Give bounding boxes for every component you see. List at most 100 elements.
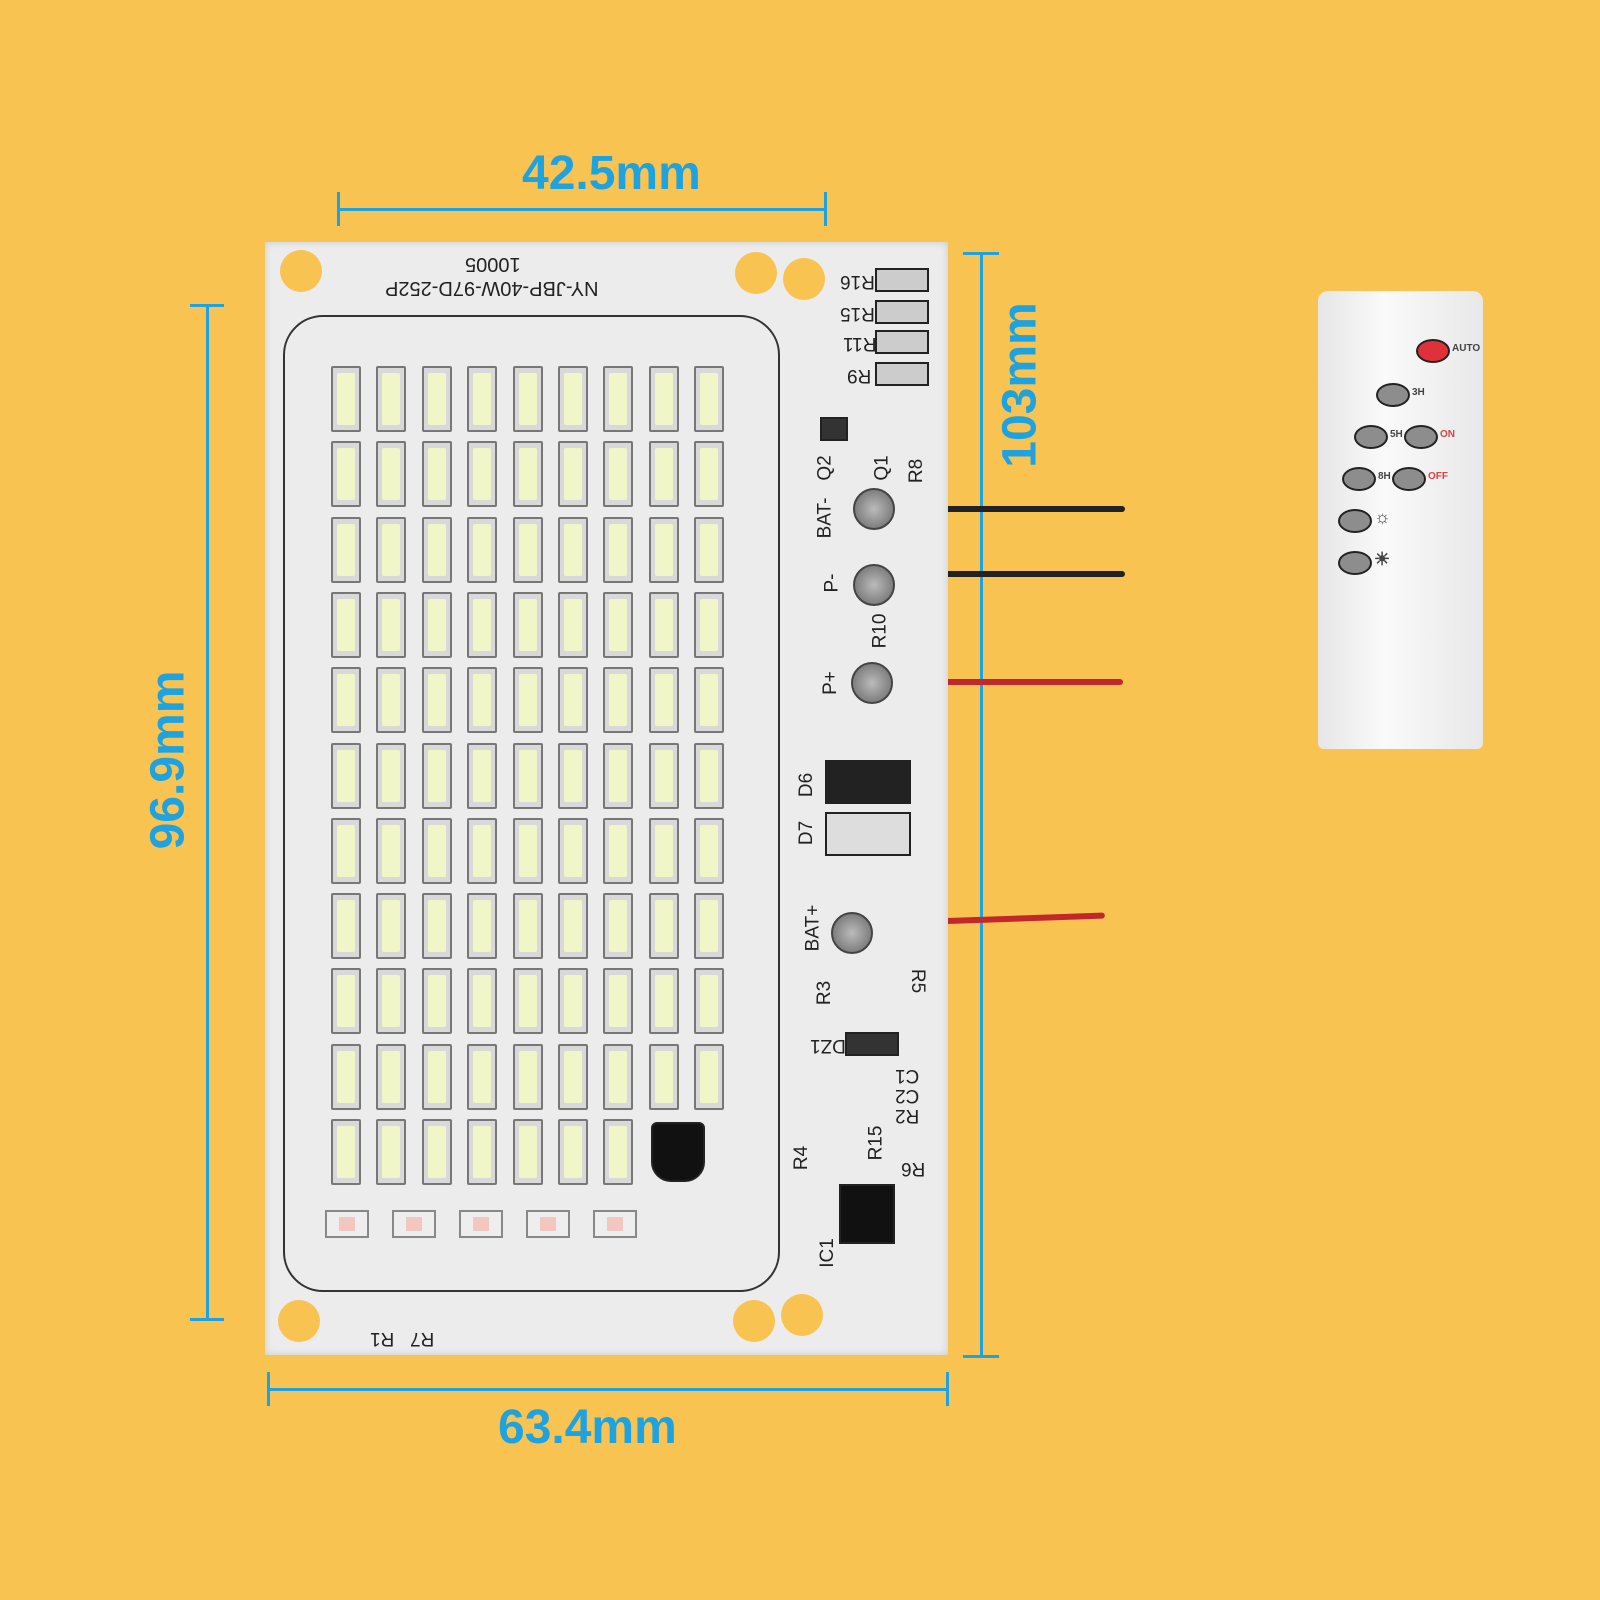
led-chip [512,441,543,508]
label-q1: Q1 [871,455,893,481]
led-pcb-board: NY-JBP-40W-97D-252P 10005 R16 R15 R11 R9… [265,242,948,1355]
red-led-chip [392,1210,436,1238]
label-r9: R9 [847,365,872,386]
red-led-chip [459,1210,503,1238]
label-r3: R3 [814,980,836,1006]
led-chip [512,667,543,734]
remote-button-label: OFF [1428,471,1448,482]
dimension-tick [267,1372,270,1406]
led-chip [558,667,588,734]
led-chip [421,366,452,432]
led-chip [603,817,634,884]
led-chip [376,893,407,960]
led-chip [331,667,361,734]
led-chip [603,591,634,658]
led-chip [512,1119,543,1185]
remote-button-3[interactable] [1404,425,1438,449]
led-chip [331,893,361,960]
dimension-line-left [206,305,209,1319]
label-r6: R6 [901,1158,926,1179]
led-chip [694,742,725,809]
red-led-chip [325,1210,369,1238]
led-chip [421,591,452,658]
led-chip [603,968,634,1035]
led-chip [603,366,634,432]
led-chip [648,441,679,508]
led-chip [648,742,679,809]
led-chip [376,441,407,508]
led-chip [421,1119,452,1185]
led-chip [467,591,498,658]
led-chip [603,742,634,809]
led-chip [331,742,361,809]
led-chip [512,591,543,658]
remote-button-label: ON [1440,429,1455,440]
wire-p-plus [885,679,1123,685]
remote-button-6[interactable] [1338,509,1372,533]
led-chip [467,366,498,432]
led-chip [558,591,588,658]
label-r11: R11 [843,333,877,354]
led-chip [331,817,361,884]
led-chip [331,1119,361,1185]
diode-d7 [825,812,911,856]
led-chip [331,366,361,432]
remote-button-0[interactable] [1416,339,1450,363]
remote-button-label: ☀ [1374,549,1391,569]
led-chip [558,742,588,809]
label-p-plus: P+ [819,671,841,695]
mounting-hole [280,250,322,292]
label-r4: R4 [791,1145,813,1171]
label-bat-minus: BAT- [814,497,836,539]
led-chip [694,366,725,432]
label-bat-plus: BAT+ [802,904,824,952]
led-chip [376,968,407,1035]
dimension-line-right [980,253,983,1357]
red-led-chip [526,1210,570,1238]
led-chip [694,1043,725,1110]
led-chip [421,441,452,508]
remote-button-5[interactable] [1392,467,1426,491]
dimension-tick [963,252,999,255]
led-chip [331,1043,361,1110]
dimension-left-height: 96.9mm [141,670,195,850]
solder-pad-bat-minus [853,488,895,530]
dimension-line-top [338,208,826,211]
mounting-hole [733,1300,775,1342]
remote-button-4[interactable] [1342,467,1376,491]
led-area-outline [283,315,780,1292]
remote-button-label: 8H [1378,471,1391,482]
led-chip [558,441,588,508]
led-chip [467,667,498,734]
led-chip [558,893,588,960]
led-chip [467,893,498,960]
label-r7: R7 [410,1328,435,1349]
remote-button-1[interactable] [1376,383,1410,407]
led-chip [648,1043,679,1110]
remote-button-label: AUTO [1452,343,1481,354]
led-chip [558,817,588,884]
resistor-r16 [875,268,929,292]
mounting-hole [783,258,825,300]
led-chip [603,1119,634,1185]
led-chip [512,516,543,583]
dimension-tick [946,1372,949,1406]
label-r1: R1 [370,1328,395,1349]
remote-button-7[interactable] [1338,551,1372,575]
diode-d6 [825,760,911,804]
led-chip [376,591,407,658]
led-chip [648,366,679,432]
mounting-hole [278,1300,320,1342]
label-dz1: DZ1 [810,1035,846,1056]
board-model-text: NY-JBP-40W-97D-252P [385,277,599,299]
ir-receiver [651,1122,705,1182]
label-r16: R16 [840,271,875,292]
dimension-tick [824,192,827,226]
dimension-bottom-width: 63.4mm [498,1401,677,1454]
led-chip [512,893,543,960]
zener-dz1 [845,1032,899,1056]
remote-button-2[interactable] [1354,425,1388,449]
mounting-hole [735,252,777,294]
label-q2: Q2 [814,455,836,481]
led-chip [331,516,361,583]
